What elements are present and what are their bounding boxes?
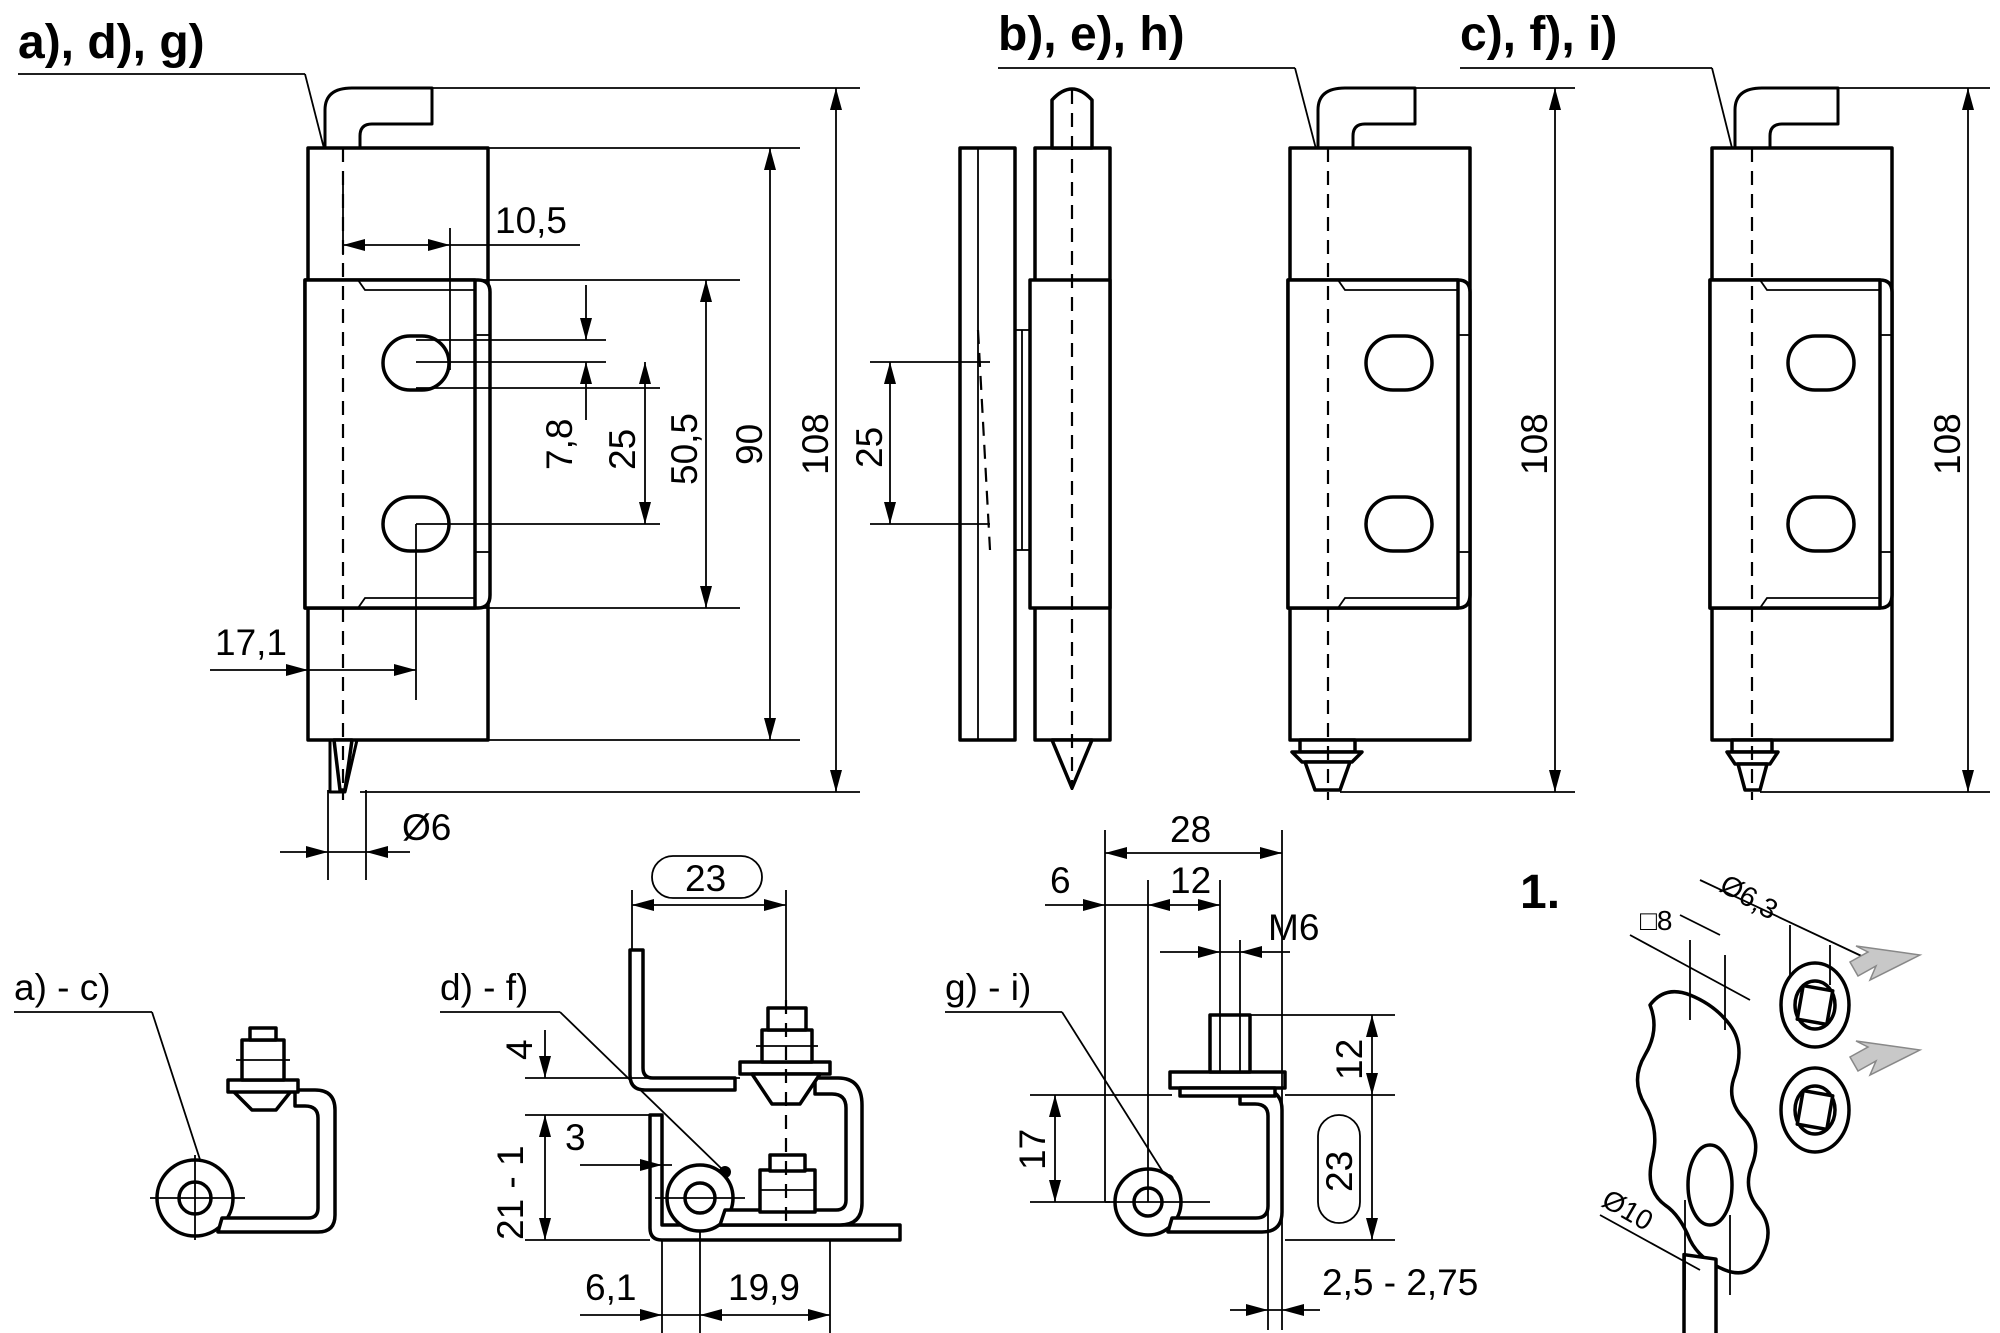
section-view-d-f: d) - f) 23 xyxy=(440,855,902,1333)
dim-6-1: 6,1 xyxy=(585,1267,636,1308)
label-gi: g) - i) xyxy=(945,967,1031,1008)
detail-1: 1. □8 Ø10 Ø6,3 xyxy=(1520,866,1923,1333)
dim-12-side: 12 xyxy=(1329,1039,1370,1080)
hinge-front-view-c: c), f), i) 108 xyxy=(1460,8,1990,800)
dim-108: 108 xyxy=(795,413,836,475)
dim-25: 25 xyxy=(602,429,643,470)
detail-number: 1. xyxy=(1520,866,1560,919)
section-view-g-i: g) - i) 28 6 12 M6 xyxy=(945,809,1478,1330)
section-view-a-c: a) - c) xyxy=(14,967,337,1240)
dim-17-1: 17,1 xyxy=(215,622,287,663)
dim-50-5: 50,5 xyxy=(664,413,705,485)
detail-sq8: □8 xyxy=(1640,905,1672,936)
dim-23-side: 23 xyxy=(1319,1151,1360,1192)
label-ac: a) - c) xyxy=(14,967,111,1008)
dim-10-5: 10,5 xyxy=(495,200,567,241)
dim-19-9: 19,9 xyxy=(728,1267,800,1308)
dim-4: 4 xyxy=(499,1039,540,1060)
dim-6: 6 xyxy=(1050,860,1071,901)
label-cfi: c), f), i) xyxy=(1460,8,1617,61)
hinge-side-view-b: b), e), h) 25 xyxy=(849,8,1295,790)
dim-23-top: 23 xyxy=(685,858,726,899)
dim-2-5-2-75: 2,5 - 2,75 xyxy=(1322,1262,1478,1303)
dim-7-8: 7,8 xyxy=(539,419,580,470)
dim-108-b: 108 xyxy=(1514,413,1555,475)
dim-m6: M6 xyxy=(1268,907,1319,948)
dim-3: 3 xyxy=(565,1117,586,1158)
hinge-front-view-a: a), d), g) xyxy=(18,16,860,880)
dim-17: 17 xyxy=(1012,1129,1053,1170)
detail-dia6-3: Ø6,3 xyxy=(1715,868,1783,925)
dim-90: 90 xyxy=(729,424,770,465)
dim-28: 28 xyxy=(1170,809,1211,850)
hinge-front-view-b: 108 xyxy=(1286,67,1575,800)
label-adg: a), d), g) xyxy=(18,16,205,69)
dim-108-c: 108 xyxy=(1927,413,1968,475)
dim-12-top: 12 xyxy=(1170,860,1211,901)
label-beh: b), e), h) xyxy=(998,8,1185,61)
label-df: d) - f) xyxy=(440,967,528,1008)
detail-dia10: Ø10 xyxy=(1597,1183,1658,1236)
dim-25-side: 25 xyxy=(849,427,890,468)
dim-dia6: Ø6 xyxy=(402,807,451,848)
dim-21-1: 21 - 1 xyxy=(490,1145,531,1240)
